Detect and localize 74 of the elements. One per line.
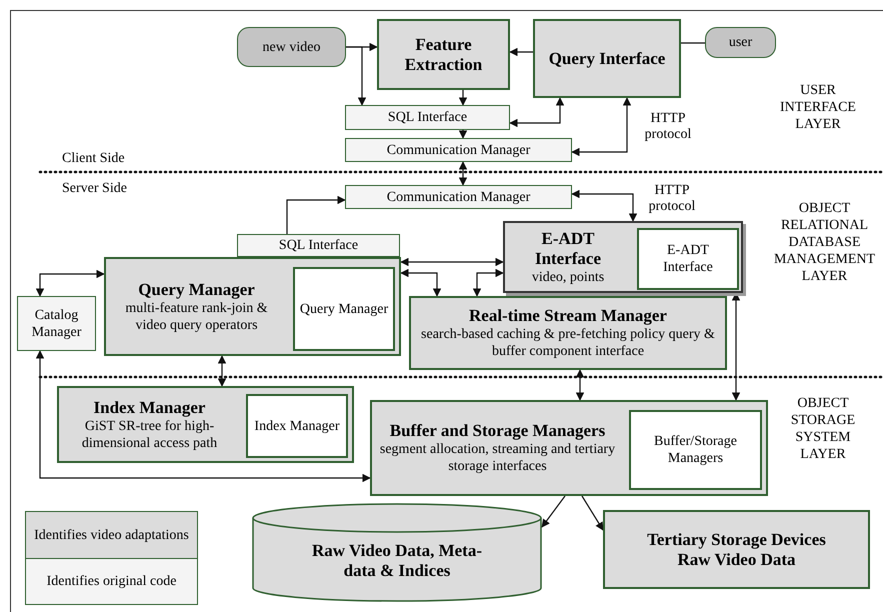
layer-label: OBJECT RELATIONAL DATABASE MANAGEMENT LAYER: [772, 200, 876, 285]
arrow: [36, 270, 105, 297]
inner-module-box: [293, 267, 395, 351]
node-text: Catalog Manager: [30, 306, 82, 340]
node-title: Buffer and Storage Managers: [390, 421, 606, 441]
arrow: [581, 496, 604, 531]
inner-module-box: [637, 228, 739, 290]
node-text: Raw Video Data, Meta-data & Indices: [311, 541, 483, 581]
edge-label: HTTP protocol: [644, 111, 692, 143]
layer-label: USER INTERFACE LAYER: [779, 82, 857, 133]
node-text: search-based caching & pre-fetching policy query & buffer component interface: [420, 326, 716, 360]
arrow: [400, 268, 442, 297]
input-pill: [705, 27, 776, 58]
connector-line: [681, 42, 705, 44]
side-label: Server Side: [62, 180, 127, 197]
arrow: [509, 97, 564, 128]
node-text: Raw Video Data: [677, 550, 796, 570]
component-box: [503, 221, 743, 293]
node-text: SQL Interface: [278, 237, 358, 254]
node-text: SQL Interface: [388, 109, 468, 126]
module-box: [237, 234, 400, 257]
node-title: Index Manager: [94, 398, 206, 418]
node-text: Communication Manager: [386, 188, 530, 206]
arrow: [571, 190, 638, 222]
arrow: [346, 46, 366, 106]
arrow: [576, 369, 584, 401]
node-text: Buffer/Storage Managers: [653, 433, 738, 467]
node-text: new video: [262, 38, 320, 56]
component-box: [409, 296, 727, 370]
layer-label: OBJECT STORAGE SYSTEM LAYER: [790, 395, 856, 463]
component-box: [377, 19, 510, 90]
node-title: Query Manager: [138, 280, 255, 300]
arrow: [458, 161, 468, 186]
module-box: [345, 138, 572, 162]
legend-text: Identifies video adaptations: [34, 526, 189, 544]
node-title: Tertiary Storage Devices: [647, 530, 826, 550]
arrow: [571, 97, 632, 156]
arrow: [458, 130, 468, 139]
node-text: segment allocation, streaming and tertiary storage interfaces: [378, 441, 616, 475]
arrow: [458, 90, 468, 106]
edge-label: HTTP protocol: [648, 183, 696, 215]
node-text: GiST SR-tree for high-dimensional access path: [80, 418, 218, 452]
arrow: [509, 48, 533, 56]
module-box: [345, 185, 572, 209]
node-text: user: [728, 34, 752, 51]
arrow: [400, 258, 504, 266]
database-cylinder: [252, 502, 542, 602]
node-text: Feature Extraction: [404, 34, 484, 74]
module-box: [345, 105, 510, 130]
legend-text: Identifies original code: [46, 573, 176, 590]
arrow: [472, 268, 504, 297]
node-text: Communication Manager: [386, 142, 530, 158]
module-box: [17, 296, 96, 351]
inner-module-box: [246, 394, 348, 458]
component-box: [603, 510, 870, 589]
node-text: Index Manager: [254, 418, 340, 434]
component-box: [533, 19, 681, 98]
component-box: [57, 386, 354, 463]
node-title: Real-time Stream Manager: [469, 306, 667, 326]
inner-module-box: [629, 410, 762, 490]
node-text: Query Interface: [548, 48, 666, 68]
node-text: video, points: [532, 268, 604, 286]
arrow: [286, 196, 346, 234]
arrow: [36, 350, 371, 482]
input-pill: [237, 27, 346, 67]
node-text: Query Manager: [300, 300, 388, 318]
component-box: [370, 400, 768, 496]
node-title: E-ADT Interface: [534, 228, 602, 268]
arrow: [218, 355, 226, 387]
arrow: [542, 496, 566, 528]
node-text: E-ADT Interface: [662, 242, 714, 276]
node-text: multi-feature rank-join & video query operators: [124, 300, 269, 334]
component-box: [104, 257, 401, 356]
side-label: Client Side: [62, 150, 125, 167]
